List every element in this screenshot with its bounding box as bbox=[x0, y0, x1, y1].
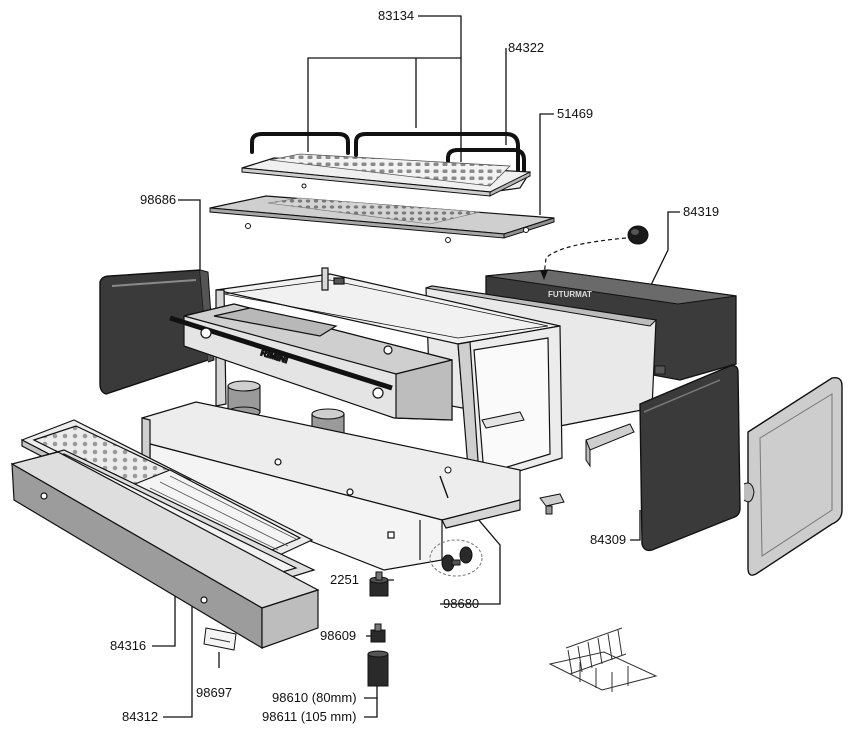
part-label-84316: 84316 bbox=[110, 638, 147, 653]
cup-rail-rods bbox=[250, 132, 526, 174]
foot-98610 bbox=[367, 650, 389, 687]
knob-84319 bbox=[540, 225, 649, 280]
foot-98609 bbox=[370, 623, 386, 643]
part-label-83134: 83134 bbox=[378, 8, 415, 23]
part-label-98610: 98610 (80mm) bbox=[272, 690, 357, 705]
foot-2251 bbox=[369, 571, 389, 597]
label-plate-98697 bbox=[203, 627, 237, 651]
part-label-84309: 84309 bbox=[590, 532, 627, 547]
group-panel: RIMINI bbox=[169, 303, 453, 421]
small-brackets bbox=[481, 411, 635, 515]
part-label-51469: 51469 bbox=[557, 106, 594, 121]
drip-tray-base bbox=[10, 451, 320, 650]
foot-assembly-98680 bbox=[429, 466, 483, 577]
cup-warmer-grid bbox=[241, 153, 532, 197]
right-side-panel bbox=[639, 364, 741, 552]
part-label-2251: 2251 bbox=[330, 572, 359, 587]
part-label-98611: 98611 (105 mm) bbox=[262, 709, 357, 724]
part-label-84312: 84312 bbox=[122, 709, 159, 724]
part-label-84322: 84322 bbox=[508, 40, 545, 55]
rear-logo-text: FUTURMAT bbox=[548, 290, 592, 299]
part-label-98697: 98697 bbox=[196, 685, 233, 700]
side-cover-panel bbox=[743, 376, 843, 576]
part-label-98680: 98680 bbox=[443, 596, 480, 611]
cup-tray-plate bbox=[209, 183, 555, 243]
wire-cup-rack bbox=[548, 627, 658, 692]
part-label-98609: 98609 bbox=[320, 628, 357, 643]
part-label-98686: 98686 bbox=[140, 192, 177, 207]
part-label-84319: 84319 bbox=[683, 204, 720, 219]
